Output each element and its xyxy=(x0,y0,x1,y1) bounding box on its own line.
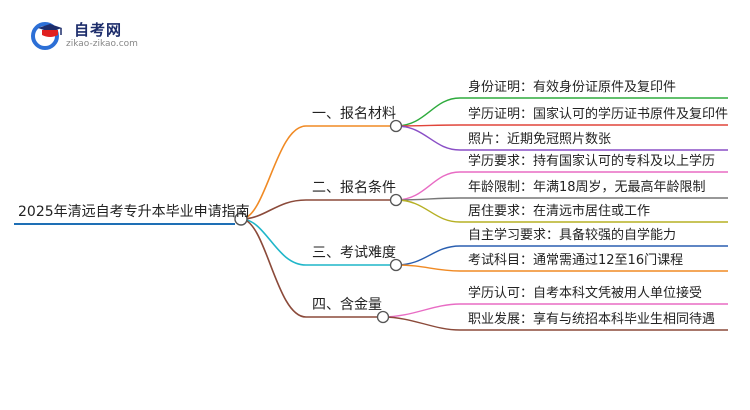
branch-node xyxy=(389,119,403,133)
root-to-branch-connector xyxy=(240,218,307,318)
root-to-branch-connector xyxy=(240,125,307,220)
branch-to-leaf-connector xyxy=(382,316,461,331)
branch-node xyxy=(389,193,403,207)
branch-to-leaf-connector xyxy=(395,245,461,266)
leaf-label: 学历认可：自考本科文凭被用人单位接受 xyxy=(468,286,703,301)
graduation-cap-icon xyxy=(31,22,62,50)
leaf-label: 身份证明：有效身份证原件及复印件 xyxy=(468,80,677,95)
root-to-branch-connector xyxy=(240,199,307,220)
leaf-label: 照片：近期免冠照片数张 xyxy=(468,132,612,147)
branch-node xyxy=(389,258,403,272)
branch-to-leaf-connector xyxy=(395,199,461,223)
logo-title: 自考网 xyxy=(74,21,123,39)
branch-label: 四、含金量 xyxy=(312,297,382,313)
leaf-label: 居住要求：在清远市居住或工作 xyxy=(468,204,651,219)
branch-label: 一、报名材料 xyxy=(312,106,396,122)
root-node xyxy=(234,212,248,226)
branch-node xyxy=(376,310,390,324)
branch-to-leaf-connector xyxy=(395,97,461,127)
root-to-branch-connector xyxy=(240,218,307,266)
leaf-label: 年龄限制：年满18周岁，无最高年龄限制 xyxy=(468,180,706,195)
leaf-label: 学历证明：国家认可的学历证书原件及复印件 xyxy=(468,107,729,122)
leaf-label: 学历要求：持有国家认可的专科及以上学历 xyxy=(468,154,716,169)
leaf-label: 自主学习要求：具备较强的自学能力 xyxy=(468,228,677,243)
branch-to-leaf-connector xyxy=(382,303,461,318)
branch-to-leaf-connector xyxy=(395,125,461,151)
branch-to-leaf-connector xyxy=(395,171,461,201)
root-topic-label: 2025年清远自考专升本毕业申请指南 xyxy=(18,204,250,220)
branch-label: 二、报名条件 xyxy=(312,180,396,196)
branch-label: 三、考试难度 xyxy=(312,245,396,261)
logo-subtitle: zikao-zikao.com xyxy=(66,39,138,49)
branch-to-leaf-connector xyxy=(395,264,461,272)
leaf-label: 职业发展：享有与统招本科毕业生相同待遇 xyxy=(468,312,716,327)
leaf-label: 考试科目：通常需通过12至16门课程 xyxy=(468,253,684,268)
site-logo[interactable]: 自考网 zikao-zikao.com xyxy=(30,18,150,54)
